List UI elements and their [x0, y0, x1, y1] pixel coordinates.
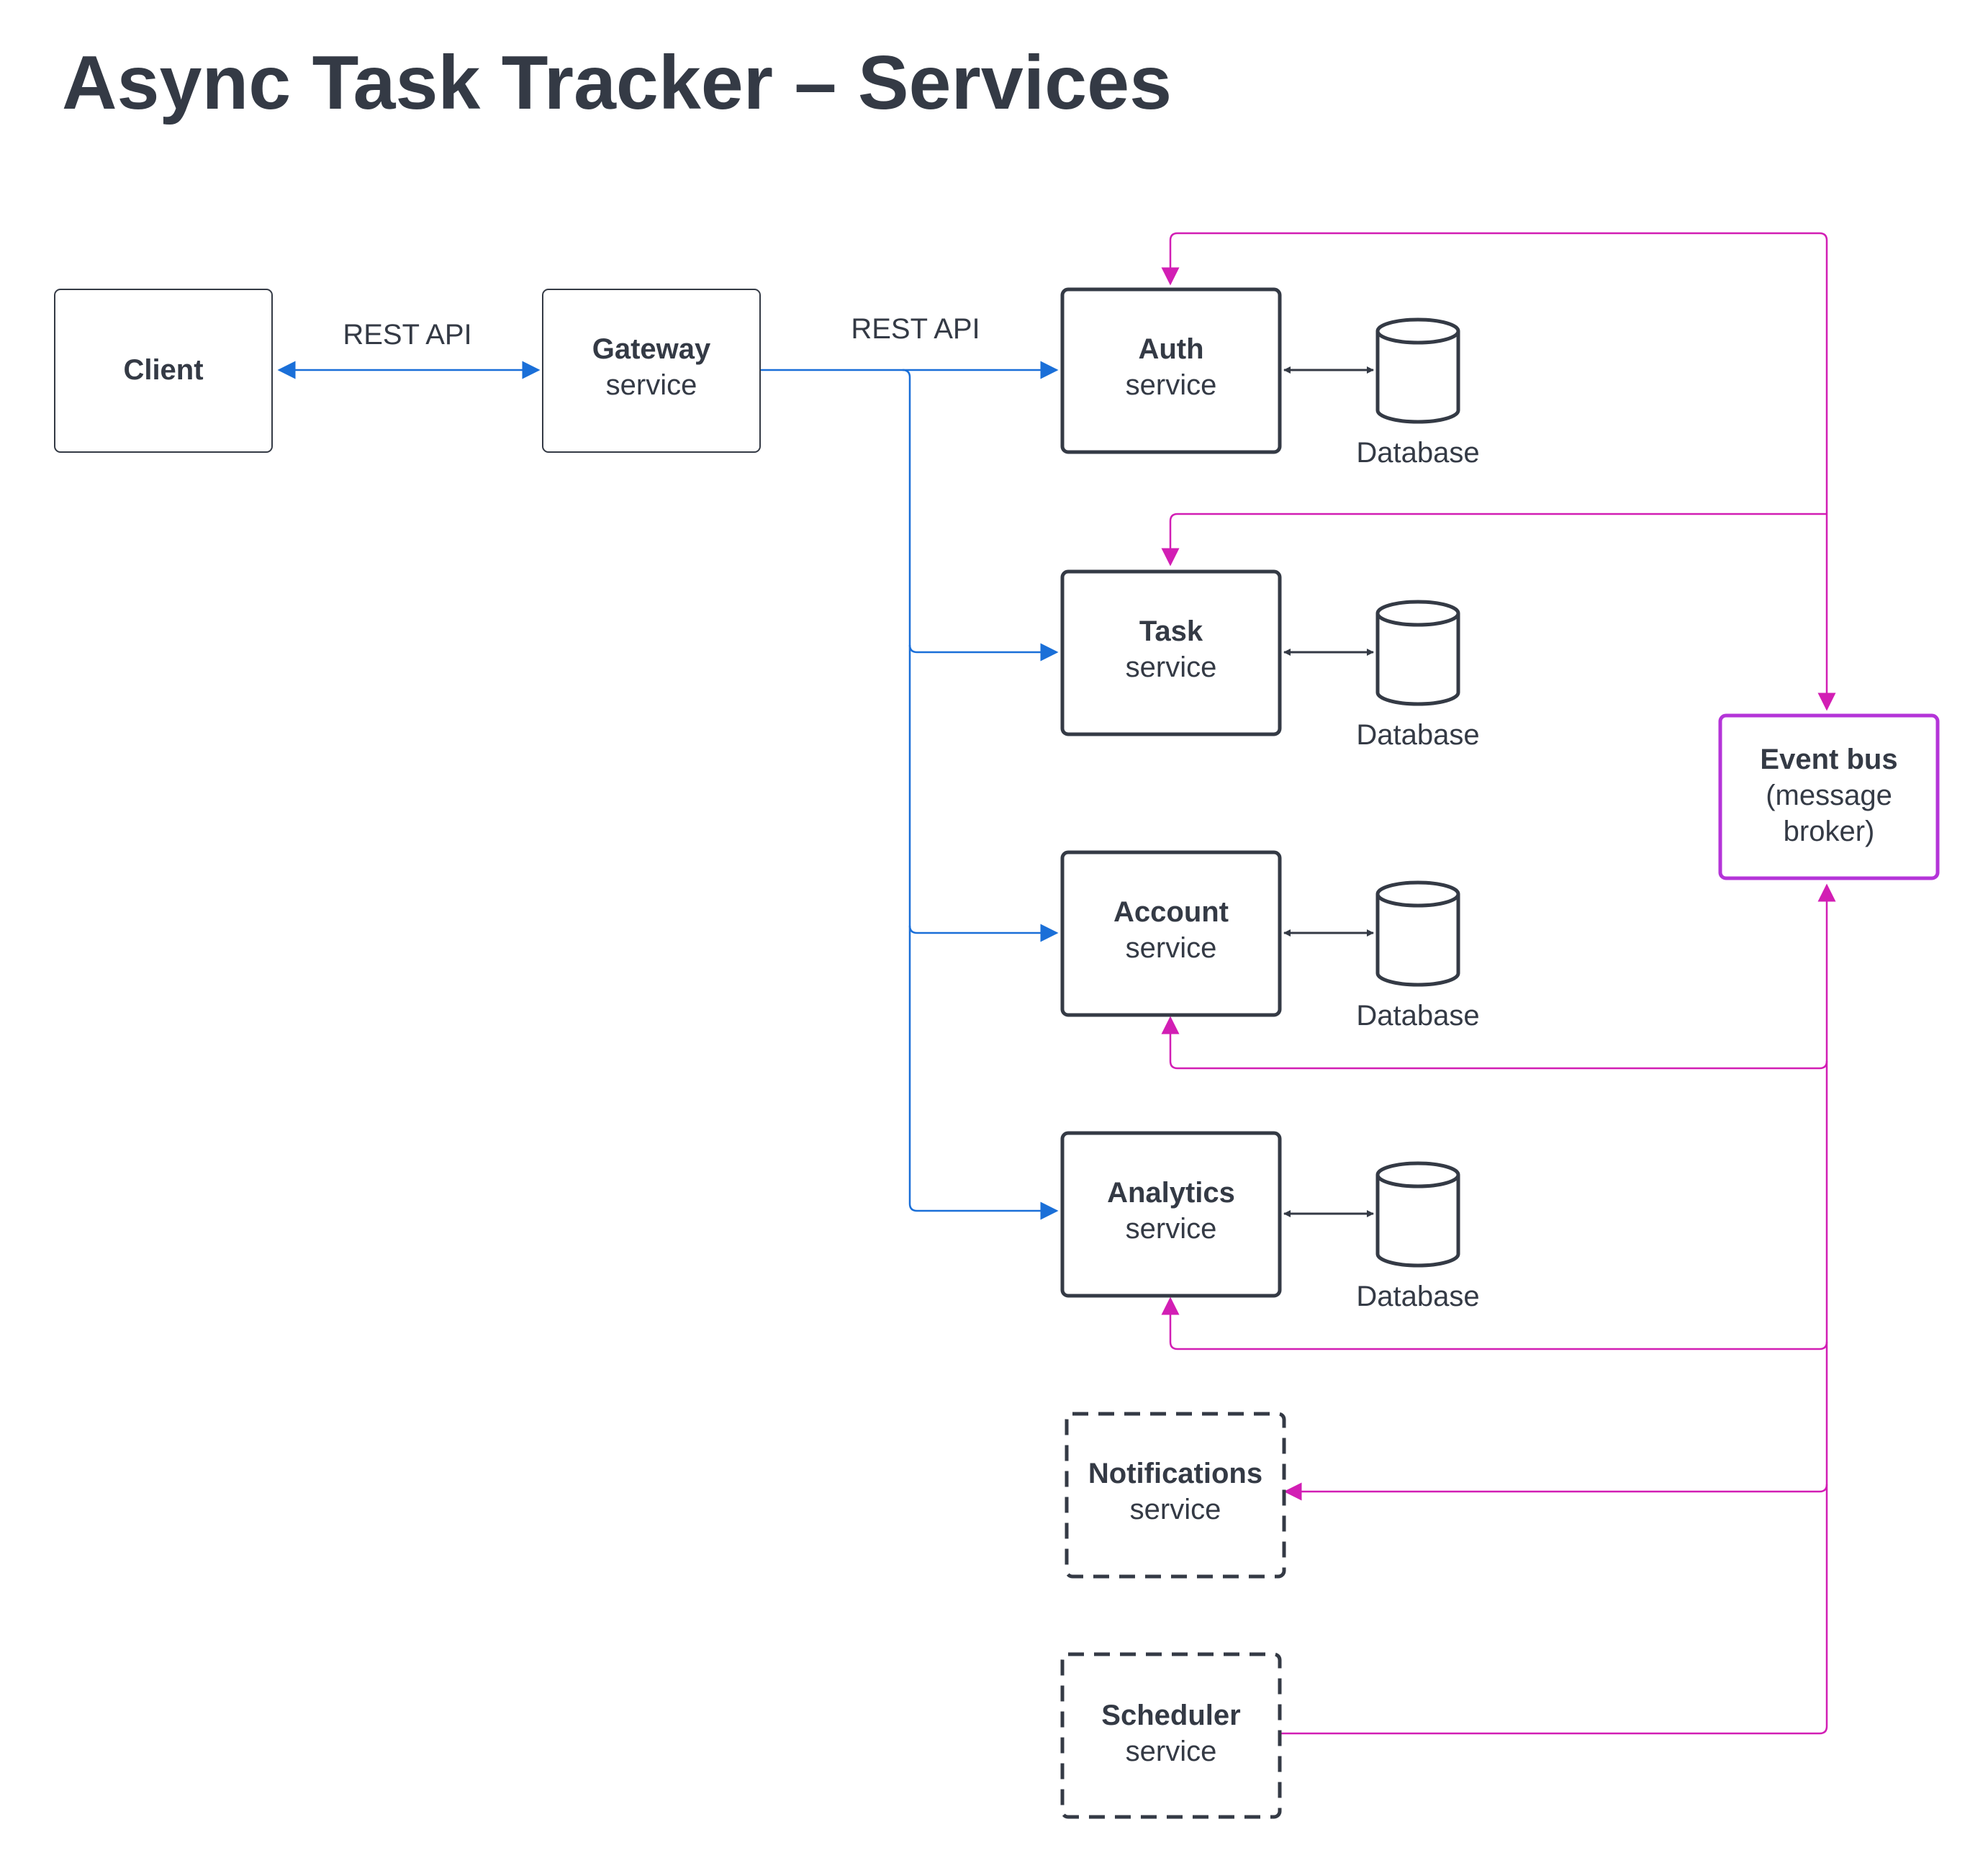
edge-label-client-gateway: REST API: [343, 319, 471, 351]
eventbus-task-connector: [1161, 513, 1827, 567]
database-icon: [1375, 613, 1460, 706]
notifications-service-node[interactable]: Notifications service: [1065, 1412, 1286, 1579]
gateway-task-connector: [908, 643, 1059, 662]
eventbus-trunk-connector: [1281, 883, 1836, 1735]
task-service-node[interactable]: Task service: [1060, 569, 1282, 736]
account-service-name: Account: [1113, 896, 1229, 928]
auth-service-name: Auth: [1138, 333, 1203, 365]
account-service-node[interactable]: Account service: [1060, 850, 1282, 1017]
database-icon-top: [1375, 880, 1460, 908]
auth-database-label: Database: [1356, 437, 1479, 469]
database-icon-top: [1375, 600, 1460, 627]
analytics-service-sub: service: [1126, 1213, 1217, 1245]
scheduler-service-name: Scheduler: [1101, 1700, 1240, 1731]
database-icon: [1375, 894, 1460, 987]
analytics-service-node[interactable]: Analytics service: [1060, 1131, 1282, 1298]
analytics-database-label: Database: [1356, 1281, 1479, 1312]
gateway-service-name: Gateway: [592, 333, 711, 365]
account-database-label: Database: [1356, 1000, 1479, 1032]
scheduler-service-node[interactable]: Scheduler service: [1060, 1652, 1282, 1819]
database-icon-top: [1375, 1161, 1460, 1188]
database-icon: [1375, 331, 1460, 424]
edge-label-gateway-services: REST API: [851, 313, 980, 345]
auth-service-node[interactable]: Auth service: [1060, 287, 1282, 454]
event-bus-node[interactable]: Event bus (message broker): [1718, 713, 1940, 880]
task-service-sub: service: [1126, 651, 1217, 683]
gateway-account-connector: [908, 924, 1059, 942]
analytics-database[interactable]: Database: [1356, 1161, 1480, 1312]
scheduler-service-sub: service: [1126, 1736, 1217, 1767]
auth-service-sub: service: [1126, 369, 1217, 401]
task-database[interactable]: Database: [1356, 600, 1480, 751]
notifications-service-sub: service: [1130, 1494, 1221, 1525]
event-bus-sub-1: (message: [1766, 780, 1892, 811]
account-database[interactable]: Database: [1356, 880, 1480, 1032]
event-connectors: [1161, 232, 1836, 1735]
eventbus-notifications-connector: [1283, 1482, 1828, 1501]
database-icon-top: [1375, 317, 1460, 345]
event-bus-name: Event bus: [1760, 744, 1897, 775]
client-node[interactable]: Client: [54, 289, 273, 453]
eventbus-analytics-connector: [1161, 1296, 1828, 1350]
gateway-trunk-connector: [902, 369, 918, 1212]
gateway-service-node[interactable]: Gateway service: [542, 289, 761, 453]
eventbus-auth-connector: [1161, 232, 1836, 711]
account-service-sub: service: [1126, 932, 1217, 964]
db-connectors: [1283, 366, 1374, 1217]
auth-database[interactable]: Database: [1356, 317, 1480, 469]
task-service-name: Task: [1139, 615, 1203, 647]
analytics-service-name: Analytics: [1107, 1177, 1235, 1209]
notifications-service-name: Notifications: [1088, 1458, 1262, 1489]
page-title: Async Task Tracker – Services: [62, 40, 1173, 125]
rest-connectors: [277, 361, 1059, 1220]
event-bus-sub-2: broker): [1784, 816, 1875, 847]
eventbus-account-connector: [1161, 1016, 1828, 1070]
task-database-label: Database: [1356, 719, 1479, 751]
database-icon: [1375, 1175, 1460, 1268]
client-node-label: Client: [123, 354, 203, 386]
gateway-service-sub: service: [606, 369, 697, 401]
